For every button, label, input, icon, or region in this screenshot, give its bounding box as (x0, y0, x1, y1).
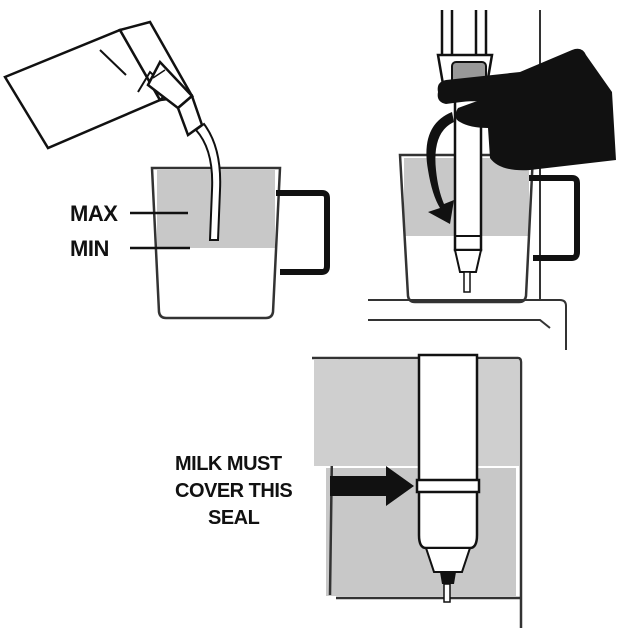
closeup-upper-shade (314, 360, 519, 466)
jug-outline (150, 166, 282, 320)
panel-steam-wand (368, 10, 616, 350)
seal-label-line1: MILK MUST (175, 453, 282, 475)
right-arrow-icon (330, 466, 414, 506)
hand-icon (437, 48, 616, 171)
min-label: MIN (70, 236, 109, 261)
jug-outline-2 (398, 153, 535, 304)
panel-seal-closeup: MILK MUST COVER THIS SEAL (175, 353, 523, 628)
jug-handle-2 (529, 175, 580, 261)
seal-ring (415, 478, 481, 494)
milk-carton-icon (3, 20, 204, 150)
milk-stream (194, 122, 222, 241)
panel-pour-milk: MAX MIN (3, 20, 330, 320)
seal-label-line2: COVER THIS (175, 480, 292, 502)
steam-wand (436, 10, 494, 293)
max-label: MAX (70, 201, 118, 226)
seal-label-line3: SEAL (208, 507, 260, 529)
closeup-wand (415, 353, 481, 603)
curved-arrow-icon (426, 112, 454, 224)
jug-handle (276, 190, 330, 275)
